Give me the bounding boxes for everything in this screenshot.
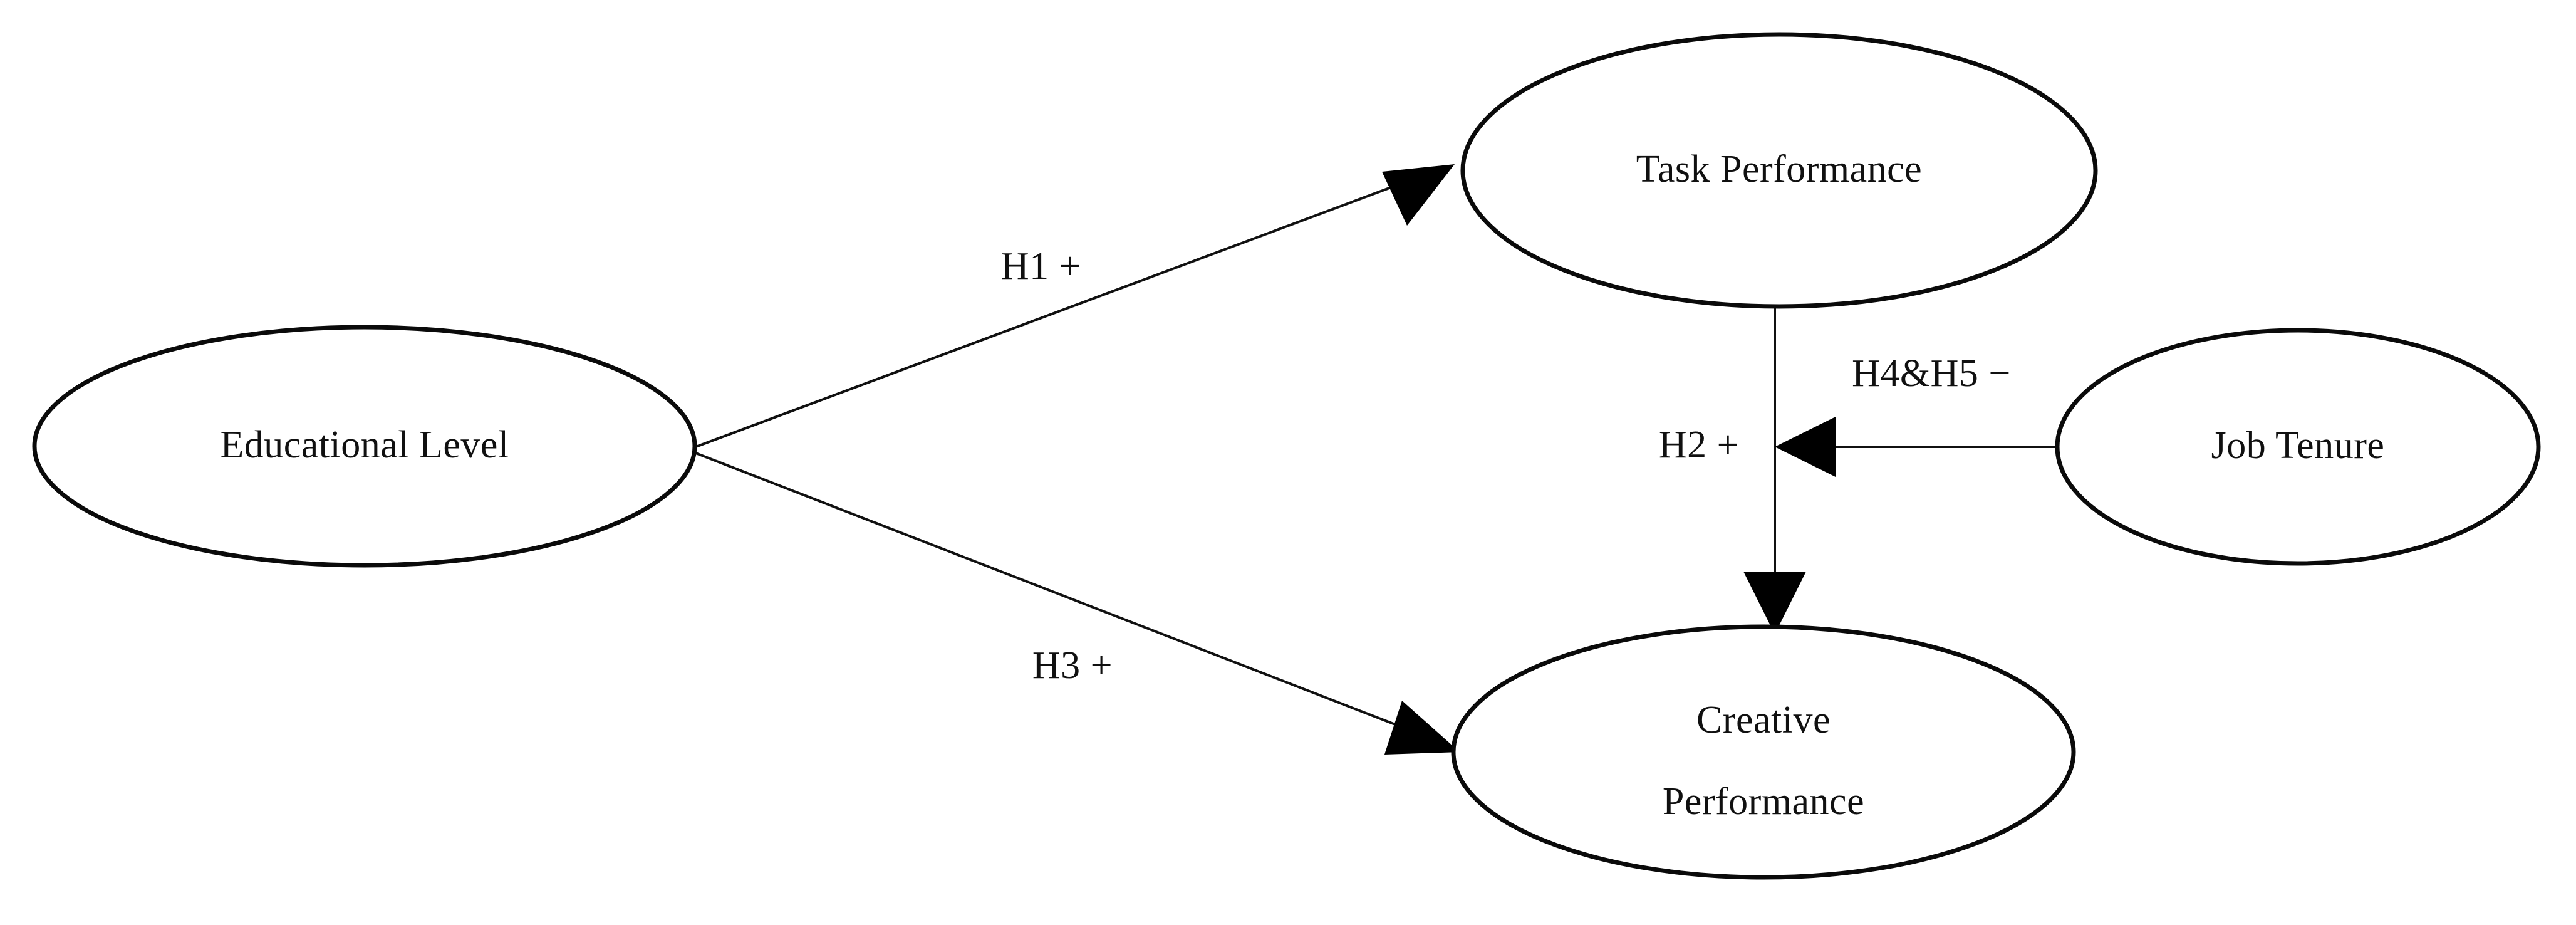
path-h3-arrowhead [1384,701,1460,755]
path-h3-line [693,451,1415,733]
educational-level-ellipse[interactable] [32,325,697,568]
task-performance-label: Task Performance [1636,148,1922,191]
hypothesis-label-h3: H3 + [1032,644,1113,687]
node-creative-performance[interactable]: Creative Performance [1451,624,2076,880]
path-h4h5-arrowhead [1775,417,1836,477]
node-educational-level[interactable]: Educational Level [32,325,697,568]
creative-performance-label-line1: Creative [1696,699,1831,741]
path-h4h5 [1775,417,2059,477]
creative-performance-ellipse[interactable] [1451,624,2076,880]
path-h1-line [693,179,1410,449]
path-h2-arrowhead [1743,572,1806,634]
job-tenure-label: Job Tenure [2211,424,2385,467]
node-task-performance[interactable]: Task Performance [1460,32,2098,309]
task-performance-ellipse[interactable] [1460,32,2098,309]
path-h1 [693,164,1455,449]
job-tenure-ellipse[interactable] [2055,328,2541,566]
educational-level-label: Educational Level [220,424,509,466]
creative-performance-label-line2: Performance [1663,780,1864,823]
path-h1-arrowhead [1382,164,1455,226]
hypothesis-label-h2: H2 + [1659,424,1739,466]
hypothesis-label-h4h5: H4&H5 − [1852,352,2011,395]
path-h3 [693,451,1460,755]
node-job-tenure[interactable]: Job Tenure [2055,328,2541,566]
path-h2 [1743,305,1806,634]
hypothesis-label-h1: H1 + [1001,245,1081,288]
